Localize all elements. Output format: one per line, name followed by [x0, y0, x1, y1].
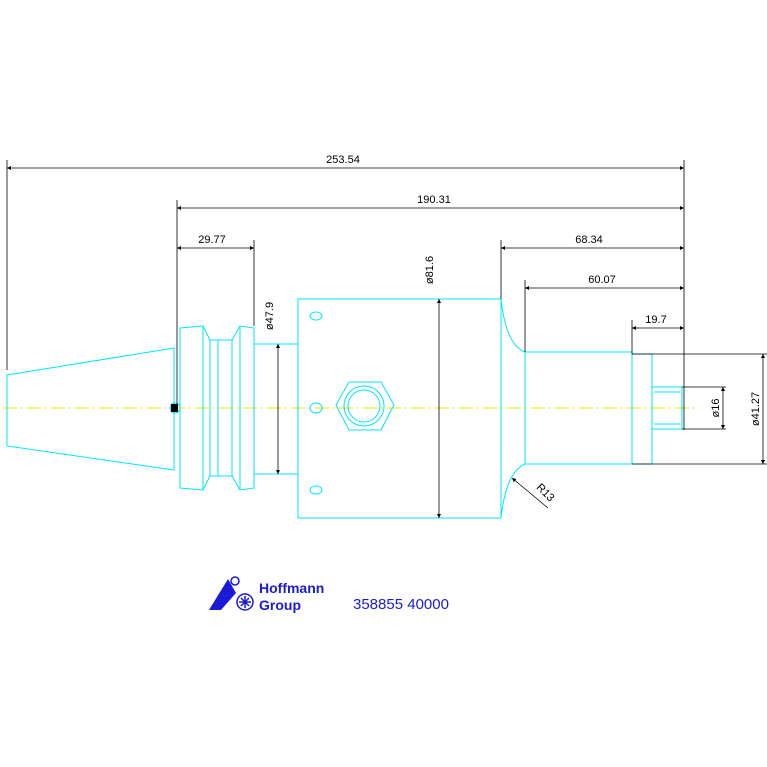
logo-mark-icon [209, 576, 254, 611]
dim-length-60: 60.07 [588, 274, 616, 286]
dim-dia-16: ø16 [710, 399, 722, 418]
dim-length-190: 190.31 [417, 194, 451, 206]
part-number: 358855 40000 [353, 596, 449, 613]
dim-overall-length: 253.54 [326, 154, 360, 166]
dim-flange-29: 29.77 [198, 234, 226, 246]
logo-line-2: Group [259, 597, 301, 613]
logo-line-1: Hoffmann [259, 580, 324, 596]
taper-shank [6, 347, 175, 471]
main-body [297, 298, 502, 519]
dimension-labels: 253.54 190.31 29.77 68.34 60.07 19.7 ø47… [198, 154, 762, 504]
dimension-lines [6, 160, 767, 518]
hex-nut [335, 381, 395, 431]
flange [179, 325, 299, 491]
dim-radius: R13 [534, 481, 557, 504]
radius-leader [511, 477, 549, 509]
hoffmann-group-logo: Hoffmann Group [209, 576, 324, 613]
dim-length-68: 68.34 [575, 234, 603, 246]
dim-dia-41: ø41.27 [750, 392, 762, 426]
dim-dia-47: ø47.9 [264, 302, 276, 330]
tool-holder-outline [6, 298, 683, 519]
dim-dia-81: ø81.6 [424, 256, 436, 284]
spindle [631, 353, 683, 465]
dim-length-19: 19.7 [645, 314, 666, 326]
